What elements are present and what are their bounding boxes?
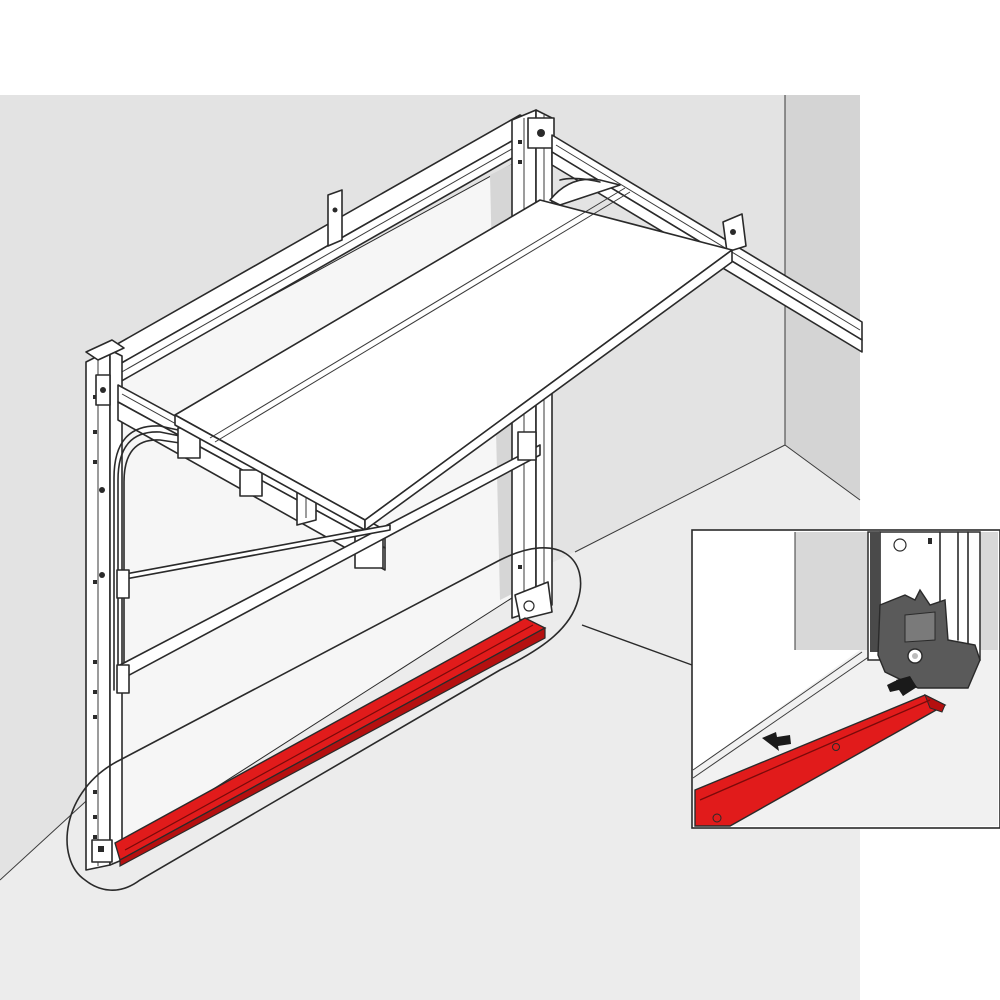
floor-edge-right (784, 444, 861, 501)
callout-leader (581, 624, 693, 666)
floor-seal-front (119, 626, 546, 868)
curved-track (117, 431, 201, 691)
floor (0, 445, 860, 1000)
detail-inset (691, 529, 1000, 829)
arrow-right-icon (887, 676, 917, 696)
callout-ellipse-outline (66, 547, 582, 891)
callout-ellipse (66, 547, 582, 891)
left-track-bracket-mid (116, 569, 130, 599)
arrow-left-icon (762, 732, 791, 751)
floor-edge-mid (574, 444, 786, 553)
track-holes-left (93, 395, 105, 839)
cable-bar (119, 431, 541, 681)
inset-seal-end (924, 693, 946, 713)
floor-seal (114, 617, 547, 868)
top-hanger-bracket (327, 189, 343, 247)
inset-seal-top (694, 694, 947, 827)
left-track-bracket-low (116, 664, 130, 694)
door-panel (174, 177, 733, 531)
